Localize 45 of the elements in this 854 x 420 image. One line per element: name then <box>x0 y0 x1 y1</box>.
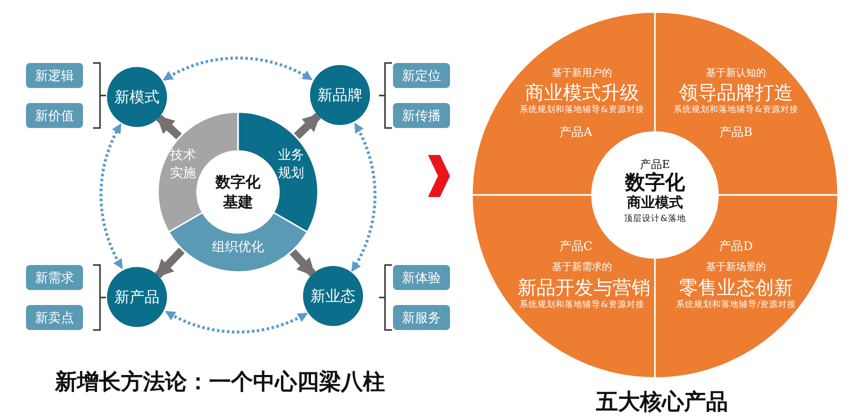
arrow <box>290 249 316 277</box>
dotted-arrow <box>162 56 313 81</box>
segment-label: 技术实施 <box>169 147 197 184</box>
topic-circle: 新业态 <box>303 266 363 326</box>
center-subtitle: 商业模式 <box>627 196 683 212</box>
tag-box: 新价值 <box>26 103 83 128</box>
subtitle: 基于新场景的 <box>706 262 766 273</box>
dotted-arrow <box>100 123 123 270</box>
segment-label: 业务规划 <box>277 147 305 184</box>
quadrant-title: 领导品牌打造 <box>679 83 793 104</box>
dotted-arrow <box>351 122 376 272</box>
tag-box: 新逻辑 <box>26 63 83 88</box>
tag-box: 新需求 <box>26 265 83 290</box>
tag-box: 新卖点 <box>26 305 83 330</box>
caption: 五大核心产品 <box>596 390 728 414</box>
caption: 新增长方法论：一个中心四梁八柱 <box>55 370 385 394</box>
product-label: 产品C <box>559 240 593 254</box>
tag-box: 新服务 <box>393 305 450 330</box>
segment-label: 组织优化 <box>212 241 264 256</box>
topic-circle: 新品牌 <box>310 65 370 125</box>
quadrant-title: 新品开发与营销 <box>518 278 650 299</box>
tag-box: 新传播 <box>393 103 450 128</box>
arrow <box>294 112 322 140</box>
product-label: 产品A <box>560 126 592 140</box>
description: 系统规划和落地辅导&资源对接 <box>520 106 644 116</box>
subtitle: 基于新认知的 <box>706 68 766 79</box>
dotted-arrow <box>164 310 308 334</box>
description: 顶层设计&落地 <box>624 215 686 224</box>
description: 系统规划和落地辅导&资源对接 <box>674 106 798 116</box>
product-label: 产品D <box>719 240 753 254</box>
center-title: 数字化 <box>625 171 685 193</box>
tag-box: 新体验 <box>393 265 450 290</box>
description: 系统规划和落地辅导/资源对接 <box>676 301 796 310</box>
subtitle: 基于新用户的 <box>552 68 612 79</box>
arrow <box>154 248 185 278</box>
tag-box: 新定位 <box>393 63 450 88</box>
quadrant-title: 零售业态创新 <box>679 278 793 299</box>
topic-circle: 新模式 <box>107 67 167 127</box>
subtitle: 基于新需求的 <box>552 262 612 273</box>
arrow <box>156 114 182 140</box>
description: 系统规划和落地辅导&资源对接 <box>520 301 644 310</box>
topic-circle: 新产品 <box>107 267 167 327</box>
product-label: 产品E <box>640 159 670 172</box>
quadrant-title: 商业模式升级 <box>525 83 639 104</box>
product-label: 产品B <box>720 126 752 140</box>
